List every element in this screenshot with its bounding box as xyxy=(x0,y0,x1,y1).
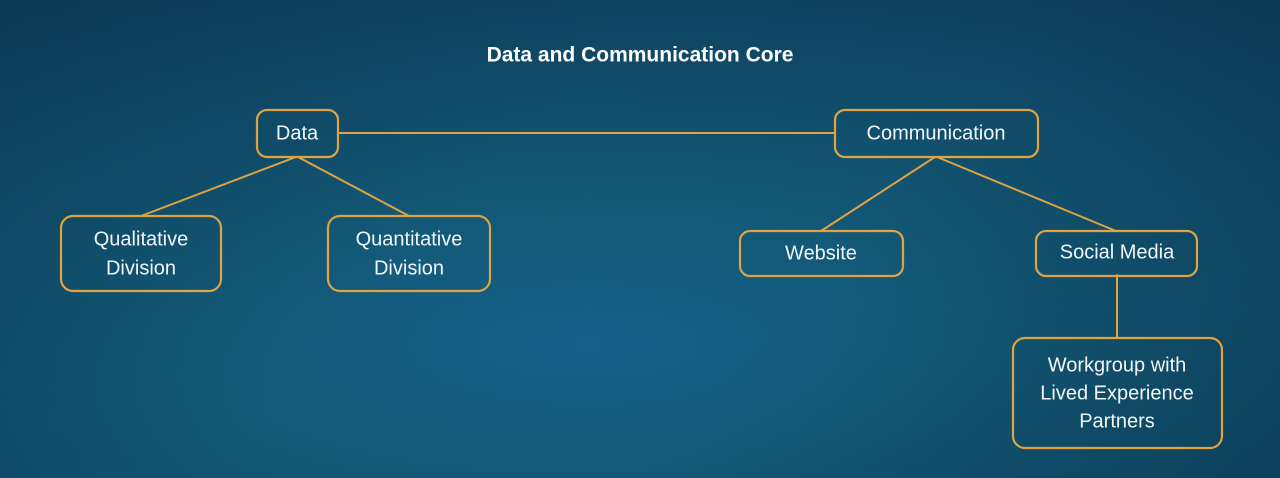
node-workgroup-label-line1: Workgroup with xyxy=(1048,354,1187,376)
edge-data-to-qualitative xyxy=(140,156,297,217)
node-website[interactable]: Website xyxy=(738,229,905,278)
edge-communication-to-social-media xyxy=(936,156,1117,232)
node-qualitative-box xyxy=(59,214,223,293)
node-communication[interactable]: Communication xyxy=(833,108,1040,159)
edge-layer xyxy=(140,132,1118,339)
node-qualitative-division[interactable]: Qualitative Division xyxy=(59,214,223,293)
node-workgroup[interactable]: Workgroup with Lived Experience Partners xyxy=(1011,336,1224,450)
node-quantitative-division[interactable]: Quantitative Division xyxy=(326,214,492,293)
node-quantitative-label-line2: Division xyxy=(374,257,444,279)
node-quantitative-box xyxy=(326,214,492,293)
node-workgroup-label-line3: Partners xyxy=(1079,410,1155,432)
node-website-box xyxy=(738,229,905,278)
page-title: Data and Communication Core xyxy=(487,44,794,67)
node-data[interactable]: Data xyxy=(255,108,340,159)
node-workgroup-label-line2: Lived Experience xyxy=(1040,382,1193,404)
node-social-media-box xyxy=(1034,229,1199,278)
node-workgroup-box xyxy=(1011,336,1224,450)
edge-data-to-quantitative xyxy=(297,156,410,217)
node-qualitative-label-line2: Division xyxy=(106,257,176,279)
node-communication-label: Communication xyxy=(867,122,1006,144)
node-social-media[interactable]: Social Media xyxy=(1034,229,1199,278)
node-website-label: Website xyxy=(785,242,857,264)
node-social-media-label: Social Media xyxy=(1060,241,1175,263)
node-data-label: Data xyxy=(276,122,319,144)
node-qualitative-label-line1: Qualitative xyxy=(94,228,189,250)
node-data-box xyxy=(255,108,340,159)
edge-communication-to-website xyxy=(820,156,936,232)
node-quantitative-label-line1: Quantitative xyxy=(356,228,463,250)
node-communication-box xyxy=(833,108,1040,159)
